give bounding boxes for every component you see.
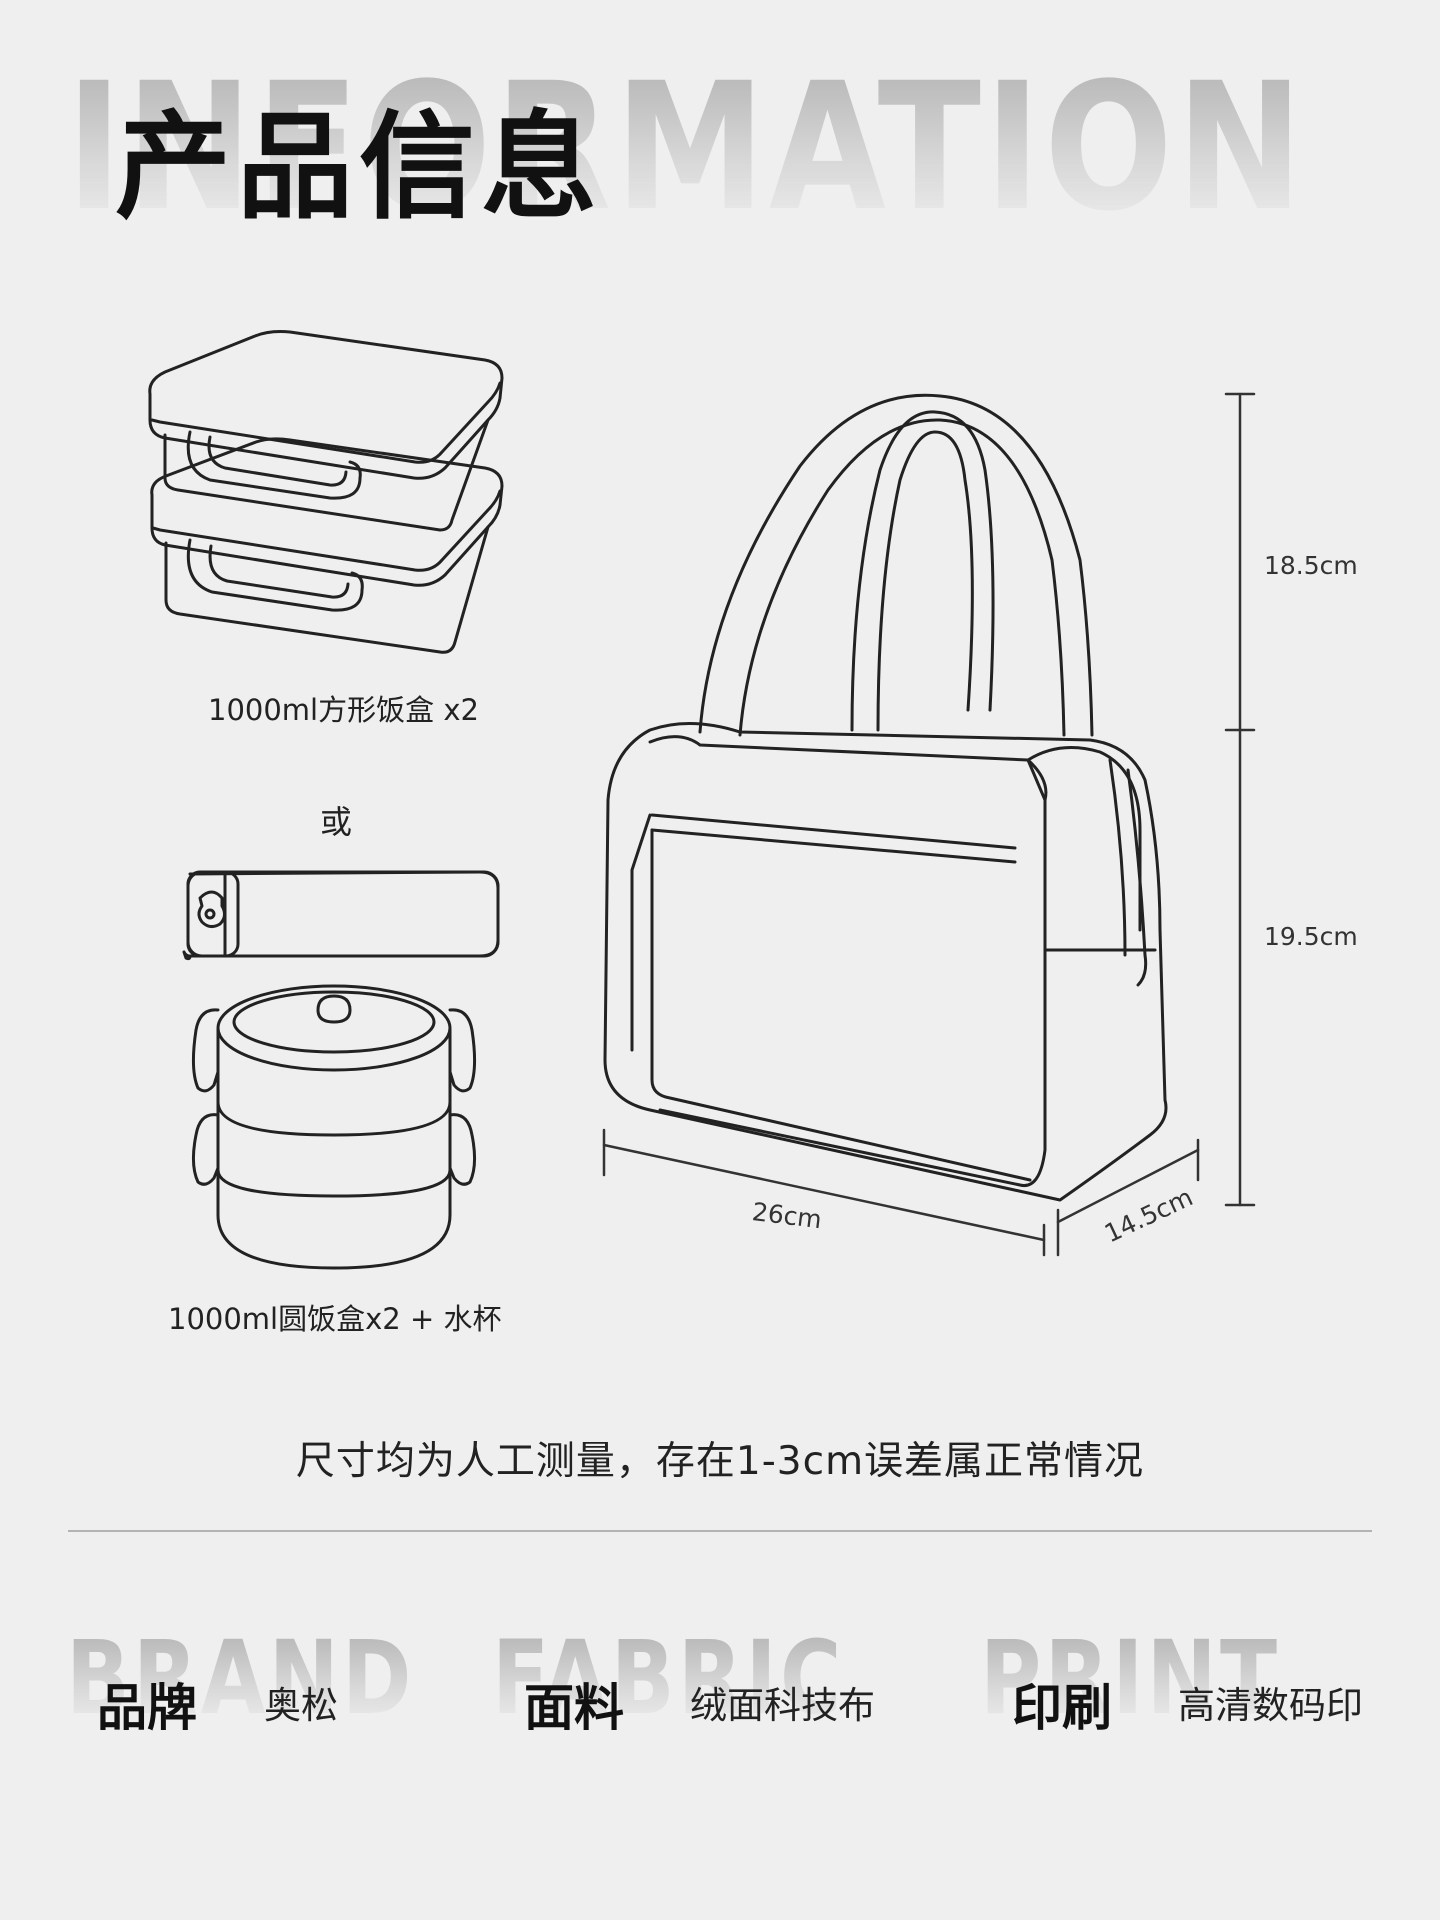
round-lunchbox-caption: 1000ml圆饭盒x2 + 水杯 xyxy=(168,1302,502,1336)
square-lunchbox-caption: 1000ml方形饭盒 x2 xyxy=(208,693,479,727)
spec-brand-background-word: BRAND xyxy=(66,1619,415,1738)
spec-print-label: 印刷 xyxy=(1012,1679,1112,1737)
section-divider xyxy=(68,1530,1372,1532)
spec-fabric-background-word: FABRIC xyxy=(492,1619,845,1738)
measurement-note: 尺寸均为人工测量，存在1-3cm误差属正常情况 xyxy=(295,1439,1145,1484)
water-bottle-illustration xyxy=(182,870,500,961)
dimension-lines xyxy=(602,392,1256,1257)
spec-fabric-label: 面料 xyxy=(524,1679,624,1737)
spec-print-background-word: PRINT xyxy=(980,1619,1281,1738)
page-title: 产品信息 xyxy=(115,100,603,235)
or-label: 或 xyxy=(320,803,353,841)
square-lunchbox-illustration xyxy=(148,330,504,654)
handle-height-dimension: 18.5cm xyxy=(1264,551,1358,580)
spec-print-value: 高清数码印 xyxy=(1178,1684,1363,1727)
spec-brand-value: 奥松 xyxy=(264,1684,338,1727)
information-background-word: INFORMATION xyxy=(66,45,1307,250)
spec-brand-label: 品牌 xyxy=(97,1679,197,1737)
lunch-bag-illustration xyxy=(603,393,1168,1202)
body-height-dimension: 19.5cm xyxy=(1264,922,1358,951)
round-lunchbox-illustration xyxy=(191,984,477,1270)
spec-fabric-value: 绒面科技布 xyxy=(690,1684,875,1727)
